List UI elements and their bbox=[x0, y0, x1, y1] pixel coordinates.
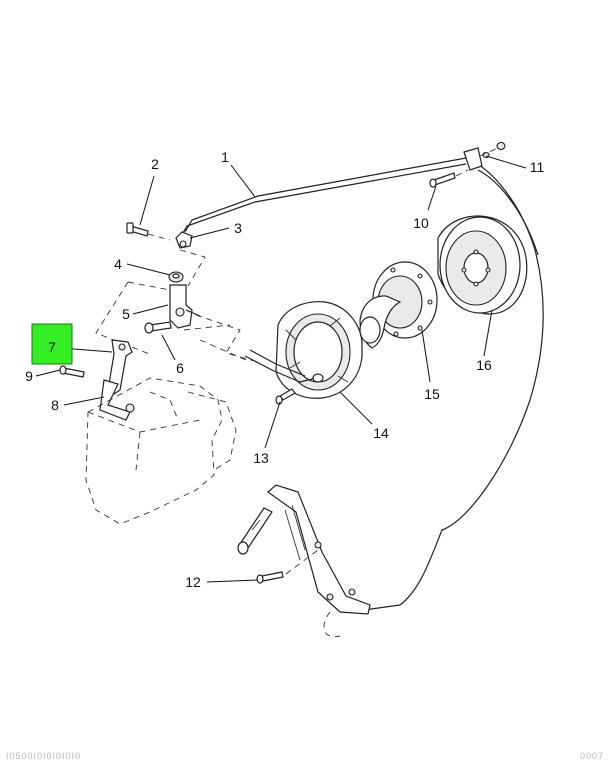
bolt-part-10 bbox=[429, 172, 456, 188]
callout-11[interactable]: 11 bbox=[530, 159, 545, 175]
bracket-part-8 bbox=[99, 379, 135, 421]
callout-4[interactable]: 4 bbox=[114, 256, 122, 272]
callout-13[interactable]: 13 bbox=[253, 450, 269, 466]
pin-part-6 bbox=[144, 321, 172, 334]
callout-1[interactable]: 1 bbox=[221, 149, 229, 165]
brake-band-part-14 bbox=[244, 301, 363, 399]
callout-10[interactable]: 10 bbox=[413, 215, 429, 231]
callout-15[interactable]: 15 bbox=[424, 386, 440, 402]
callout-3[interactable]: 3 bbox=[234, 220, 242, 236]
bracket-part-7 bbox=[107, 339, 133, 395]
lever-part-5 bbox=[169, 284, 201, 329]
footer-code-left: I0500I0I0I0I0I0 bbox=[6, 751, 82, 761]
highlight-box-7 bbox=[31, 323, 73, 365]
callout-12[interactable]: 12 bbox=[185, 574, 201, 590]
callout-7[interactable]: 7 bbox=[48, 339, 56, 355]
footer-code-right: 0007 bbox=[580, 751, 605, 761]
callout-14[interactable]: 14 bbox=[373, 425, 389, 441]
bolt-part-2 bbox=[126, 222, 149, 237]
flange-hub-part-15 bbox=[359, 261, 438, 349]
nut-part-4 bbox=[168, 271, 184, 283]
bolt-part-13 bbox=[275, 388, 296, 405]
callout-8[interactable]: 8 bbox=[51, 397, 59, 413]
pedal-bracket bbox=[237, 484, 371, 615]
callout-labels: 1 2 3 4 5 6 7 8 9 10 11 12 13 14 15 16 bbox=[25, 149, 544, 590]
bolt-part-12 bbox=[256, 571, 284, 584]
callout-9[interactable]: 9 bbox=[25, 368, 33, 384]
callout-5[interactable]: 5 bbox=[122, 306, 130, 322]
bolt-part-9 bbox=[59, 365, 85, 378]
engine-block-phantom bbox=[85, 377, 237, 525]
callout-6[interactable]: 6 bbox=[176, 360, 184, 376]
callout-16[interactable]: 16 bbox=[476, 357, 492, 373]
callout-2[interactable]: 2 bbox=[151, 156, 159, 172]
drum-part-16 bbox=[437, 215, 528, 315]
clip-part-11 bbox=[463, 141, 506, 171]
clip-part bbox=[175, 231, 193, 249]
